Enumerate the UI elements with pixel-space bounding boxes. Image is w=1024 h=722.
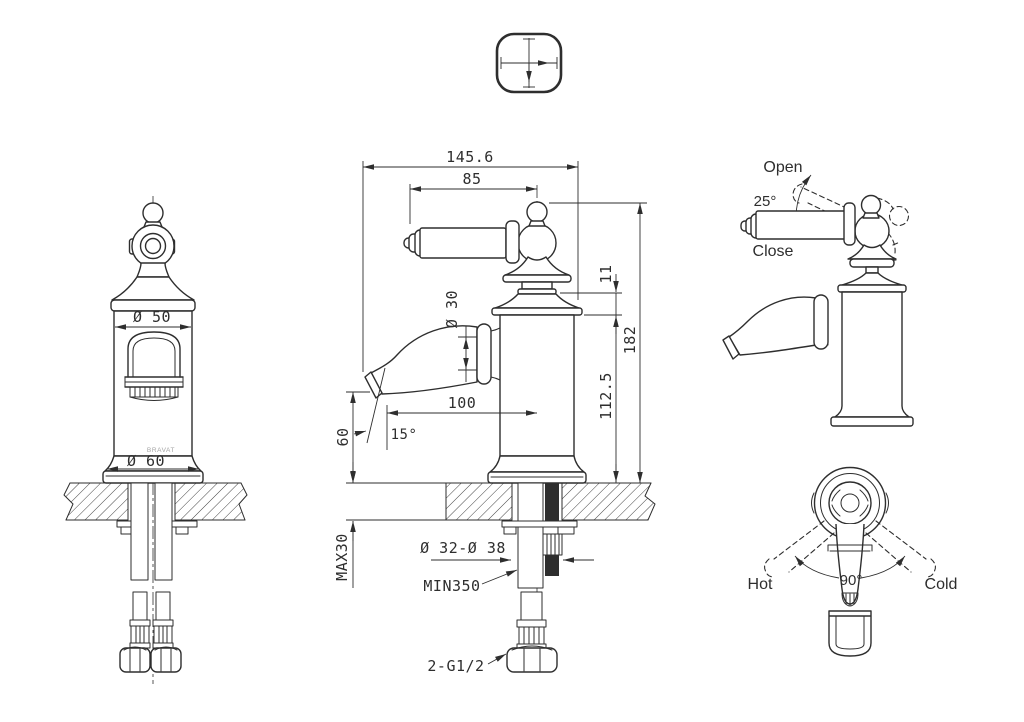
label-open: Open <box>763 159 802 176</box>
projection-symbol-icon <box>495 32 563 94</box>
handle-ball <box>526 201 548 223</box>
dim-hose-length: MIN350 <box>423 577 480 595</box>
swivel-arc-right <box>860 555 906 579</box>
spout-side <box>364 323 501 399</box>
dim-overall-length: 145.6 <box>446 148 494 166</box>
spout-right <box>722 294 829 360</box>
dim-hole-diameter: Ø 32-Ø 38 <box>420 539 506 557</box>
hose-nut <box>119 647 151 673</box>
aerator-ribs <box>134 386 176 398</box>
top-view: Hot 90° Cold <box>748 466 958 657</box>
dim-outlet-height: 60 <box>334 427 352 446</box>
cartridge-sphere <box>517 223 557 263</box>
counter-section-front <box>63 482 248 521</box>
label-hot: Hot <box>748 576 773 593</box>
handle-ball <box>860 194 882 216</box>
dim-spout-diameter: Ø 30 <box>443 290 461 328</box>
handle-hub <box>131 224 175 268</box>
handle-lever-top <box>827 523 873 607</box>
dim-thread: 2-G1/2 <box>427 657 484 675</box>
faucet-body-front <box>113 310 193 457</box>
faucet-body-side <box>499 314 575 457</box>
counter-section-side <box>445 482 656 521</box>
brand-logo: BRAVAT <box>147 447 175 454</box>
dim-body-height: 112.5 <box>597 372 615 420</box>
supply-lines-front <box>116 482 198 673</box>
handle-lever <box>403 220 520 264</box>
dim-body-diameter: Ø 50 <box>133 308 171 326</box>
hose-nut <box>506 647 558 673</box>
dim-deck-thickness: MAX30 <box>333 533 351 581</box>
faucet-body-right <box>834 291 910 418</box>
handle-lever <box>740 202 856 246</box>
label-open-angle: 25° <box>754 193 777 210</box>
handle-detail-view: Open 25° Close <box>722 159 914 427</box>
handle-ball <box>142 202 164 224</box>
label-close: Close <box>753 243 794 260</box>
dim-handle-length: 85 <box>462 170 481 188</box>
label-cold: Cold <box>925 576 958 593</box>
cartridge-sphere <box>854 213 890 249</box>
dim-outlet-angle: 15° <box>391 427 418 443</box>
side-view: 145.6 85 Ø 30 182 11 112.5 <box>333 148 656 675</box>
hose-nut <box>150 647 182 673</box>
dim-spout-reach: 100 <box>448 394 477 412</box>
dim-base-diameter: Ø 60 <box>127 452 165 470</box>
dim-overall-height: 182 <box>621 326 639 355</box>
spout-arch-front <box>124 331 184 401</box>
dim-cap-height: 11 <box>597 264 615 283</box>
dimensions: 145.6 85 Ø 30 182 11 112.5 <box>333 148 647 675</box>
front-view: Ø 50 BRAVAT Ø 60 <box>63 196 248 684</box>
swivel-arc-left <box>794 555 840 579</box>
handle-swing-positions <box>763 520 937 578</box>
spout-end-top <box>828 610 872 657</box>
mounting-hardware <box>501 482 578 673</box>
label-swivel-angle: 90° <box>840 572 863 589</box>
